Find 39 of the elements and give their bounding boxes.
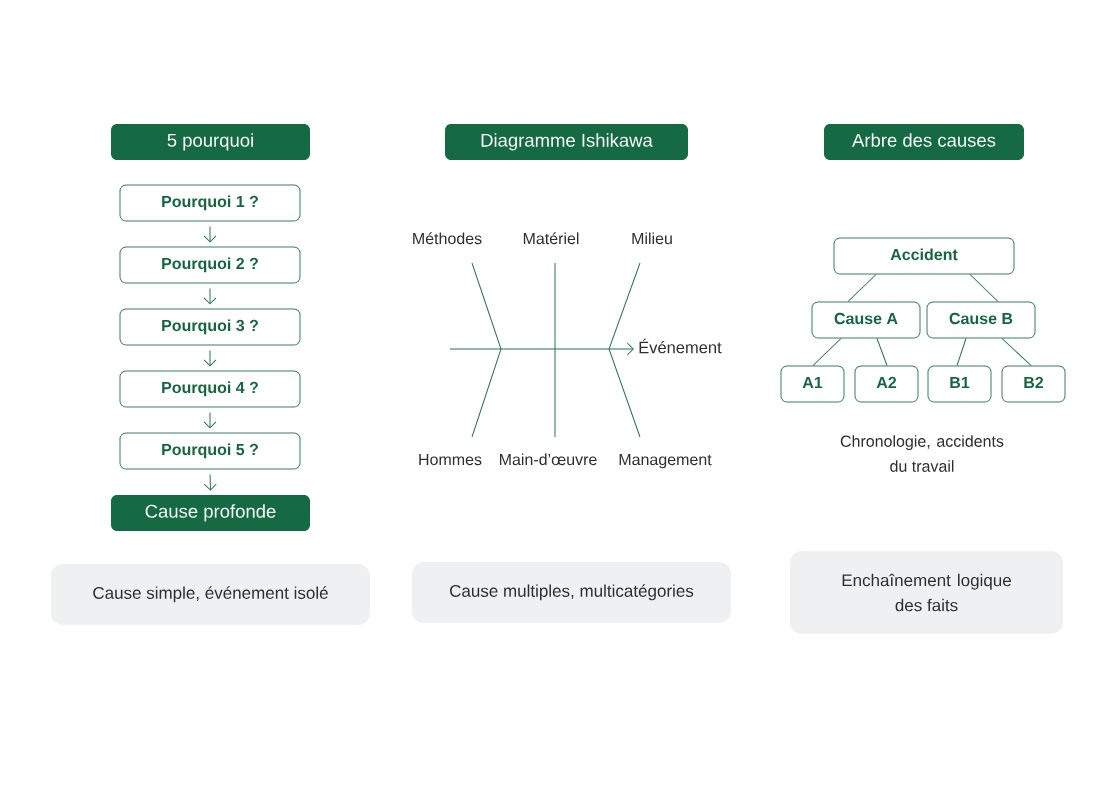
summary-box: Cause simple, événement isolé [51, 564, 370, 625]
tree-box: Cause A [811, 301, 921, 339]
connector-line [956, 338, 967, 366]
category-label: Hommes [419, 454, 482, 466]
step-box: Pourquoi 4 ? [119, 370, 301, 408]
heading-box: Diagramme Ishikawa [445, 124, 688, 160]
tree-box: Cause B [926, 301, 1036, 339]
step-box: Pourquoi 1 ? [119, 184, 301, 222]
category-label: Main-d’œuvre [500, 453, 597, 466]
heading-box: Arbre des causes [824, 124, 1024, 160]
arrow [449, 342, 634, 356]
arrow [203, 474, 217, 491]
tree-box: B2 [1001, 365, 1066, 403]
heading-box: 5 pourquoi [111, 124, 310, 160]
category-label: Méthodes [413, 232, 482, 245]
tree-box: B1 [927, 365, 992, 403]
arrow [203, 350, 217, 367]
summary-box: Enchaînement logique des faits [790, 551, 1063, 634]
tree-box: A2 [854, 365, 919, 403]
arrow [203, 226, 217, 243]
step-box: Pourquoi 2 ? [119, 246, 301, 284]
step-box: Pourquoi 5 ? [119, 432, 301, 470]
result-box: Cause profonde [111, 495, 310, 531]
arrow [203, 412, 217, 429]
category-label: Management [619, 454, 712, 469]
arrow [203, 288, 217, 305]
tree-box: A1 [780, 365, 845, 403]
tree-box: Accident [833, 237, 1015, 275]
effect-label: Événement [639, 338, 722, 354]
connector-line [969, 274, 999, 302]
category-label: Milieu [632, 232, 672, 245]
connector-line [1001, 338, 1032, 366]
connector-line [847, 274, 877, 302]
caption-text: Chronologie, accidents du travail [840, 435, 1004, 472]
category-label: Matériel [523, 232, 579, 245]
connector-line [876, 338, 888, 366]
connector-line [812, 338, 842, 366]
summary-box: Cause multiples, multicatégories [412, 562, 731, 623]
step-box: Pourquoi 3 ? [119, 308, 301, 346]
